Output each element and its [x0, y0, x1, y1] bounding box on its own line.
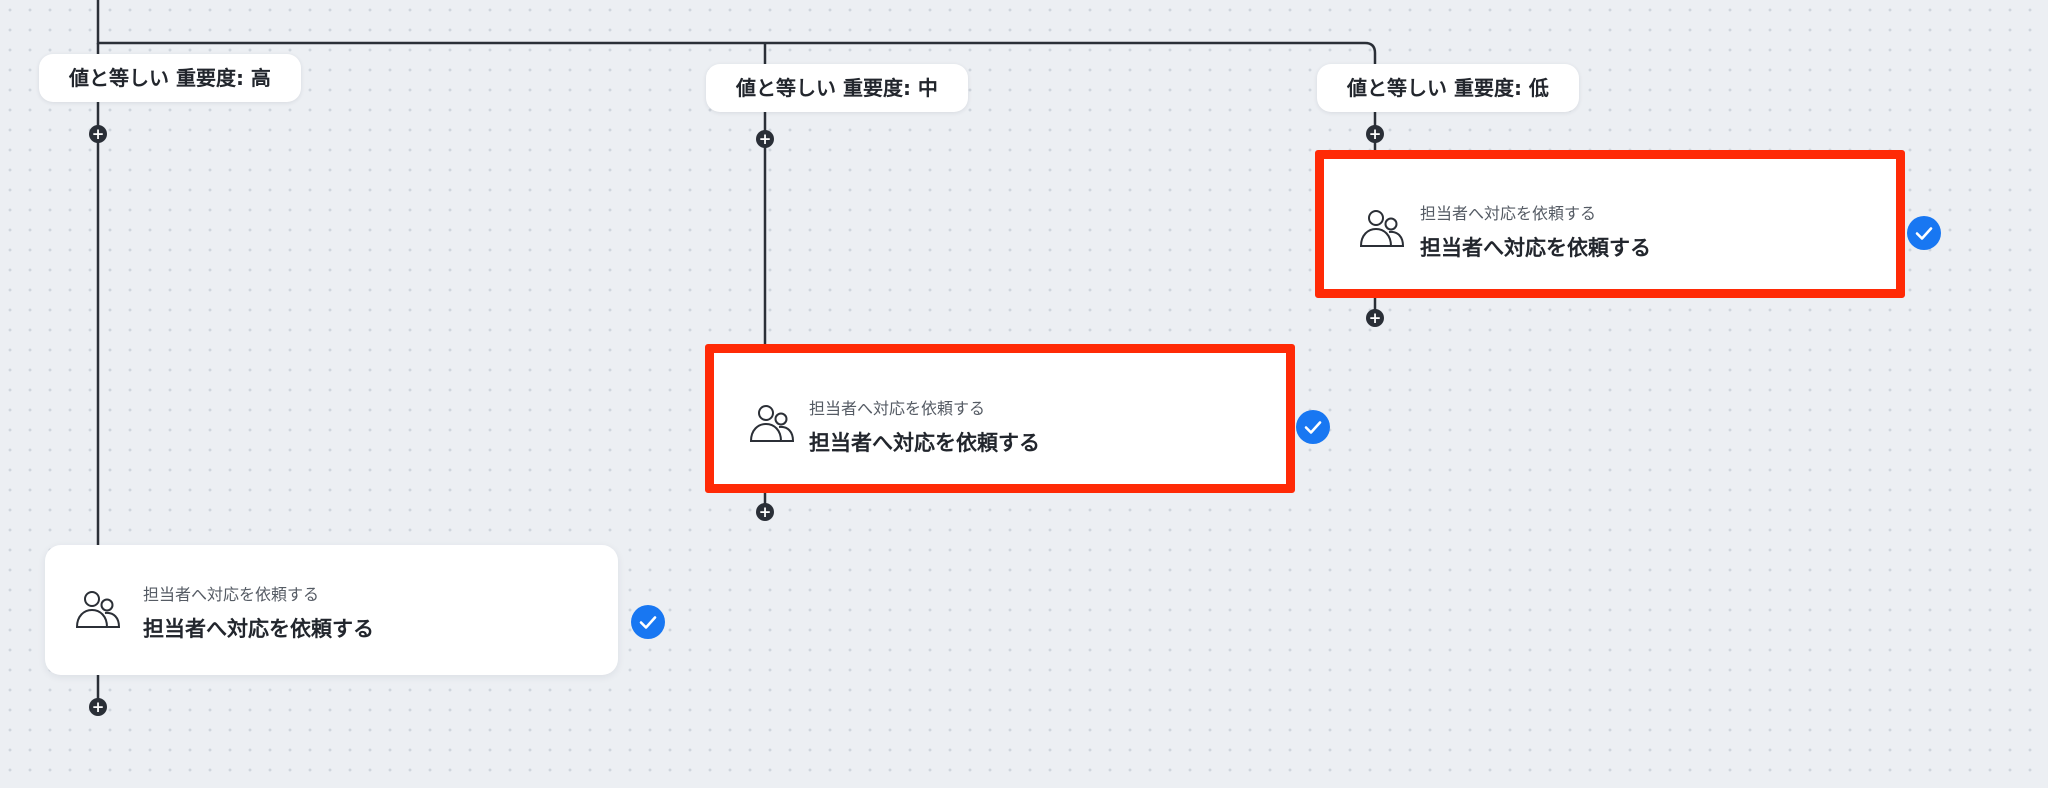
- status-check-icon: [631, 605, 665, 639]
- status-check-icon: [1907, 216, 1941, 250]
- add-step-plus-icon[interactable]: +: [1366, 309, 1384, 327]
- action-subtitle: 担当者へ対応を依頼する: [809, 399, 986, 418]
- action-title: 担当者へ対応を依頼する: [809, 431, 1040, 455]
- trunk-line: [96, 0, 1377, 64]
- action-node-high[interactable]: 担当者へ対応を依頼する 担当者へ対応を依頼する: [45, 545, 618, 675]
- people-icon: [749, 405, 795, 442]
- condition-label-mid[interactable]: 値と等しい 重要度: 中: [706, 64, 968, 112]
- condition-label-low[interactable]: 値と等しい 重要度: 低: [1317, 64, 1579, 112]
- add-step-plus-icon[interactable]: +: [89, 125, 107, 143]
- action-title: 担当者へ対応を依頼する: [1420, 236, 1651, 260]
- status-check-icon: [1296, 410, 1330, 444]
- action-node-low[interactable]: 担当者へ対応を依頼する 担当者へ対応を依頼する: [1315, 150, 1905, 298]
- add-step-plus-icon[interactable]: +: [89, 698, 107, 716]
- add-step-plus-icon[interactable]: +: [756, 503, 774, 521]
- people-icon: [75, 591, 121, 628]
- condition-label-high[interactable]: 値と等しい 重要度: 高: [39, 54, 301, 102]
- action-node-mid[interactable]: 担当者へ対応を依頼する 担当者へ対応を依頼する: [705, 344, 1295, 493]
- add-step-plus-icon[interactable]: +: [1366, 125, 1384, 143]
- add-step-plus-icon[interactable]: +: [756, 130, 774, 148]
- action-subtitle: 担当者へ対応を依頼する: [143, 585, 320, 604]
- action-subtitle: 担当者へ対応を依頼する: [1420, 204, 1597, 223]
- people-icon: [1359, 210, 1405, 247]
- action-title: 担当者へ対応を依頼する: [143, 617, 374, 641]
